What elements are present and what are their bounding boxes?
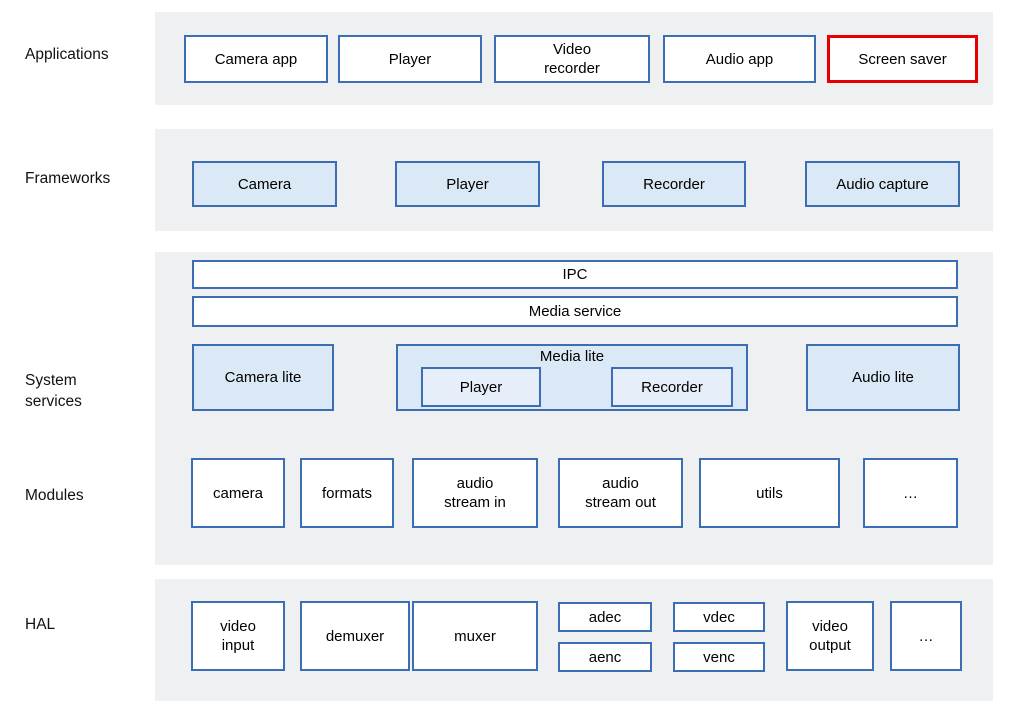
box-audio-app: Audio app — [663, 35, 816, 83]
box-player-app: Player — [338, 35, 482, 83]
box-hal-aenc: aenc — [558, 642, 652, 672]
box-hal-vdec: vdec — [673, 602, 765, 632]
box-module-audio-stream-out: audio stream out — [558, 458, 683, 528]
box-hal-more: … — [890, 601, 962, 671]
box-hal-adec: adec — [558, 602, 652, 632]
box-module-audio-stream-in: audio stream in — [412, 458, 538, 528]
box-media-lite-recorder: Recorder — [611, 367, 733, 407]
box-audio-capture: Audio capture — [805, 161, 960, 207]
layer-label-applications: Applications — [25, 46, 109, 63]
box-media-lite: Media lite Player Recorder — [396, 344, 748, 411]
box-camera-app: Camera app — [184, 35, 328, 83]
box-video-recorder: Video recorder — [494, 35, 650, 83]
box-module-camera: camera — [191, 458, 285, 528]
bar-ipc: IPC — [192, 260, 958, 289]
box-hal-muxer: muxer — [412, 601, 538, 671]
layer-label-hal: HAL — [25, 616, 56, 633]
media-lite-label: Media lite — [539, 348, 605, 365]
box-hal-video-output: video output — [786, 601, 874, 671]
layer-label-modules: Modules — [25, 487, 84, 504]
box-module-formats: formats — [300, 458, 394, 528]
box-media-lite-player: Player — [421, 367, 541, 407]
box-module-utils: utils — [699, 458, 840, 528]
box-player-framework: Player — [395, 161, 540, 207]
layer-label-system-services: System services — [25, 372, 82, 410]
box-hal-demuxer: demuxer — [300, 601, 410, 671]
box-camera-framework: Camera — [192, 161, 337, 207]
box-audio-lite: Audio lite — [806, 344, 960, 411]
box-recorder-framework: Recorder — [602, 161, 746, 207]
box-hal-venc: venc — [673, 642, 765, 672]
layer-label-frameworks: Frameworks — [25, 170, 111, 187]
box-module-more: … — [863, 458, 958, 528]
box-hal-video-input: video input — [191, 601, 285, 671]
bar-media-service: Media service — [192, 296, 958, 327]
box-camera-lite: Camera lite — [192, 344, 334, 411]
box-screen-saver: Screen saver — [827, 35, 978, 83]
